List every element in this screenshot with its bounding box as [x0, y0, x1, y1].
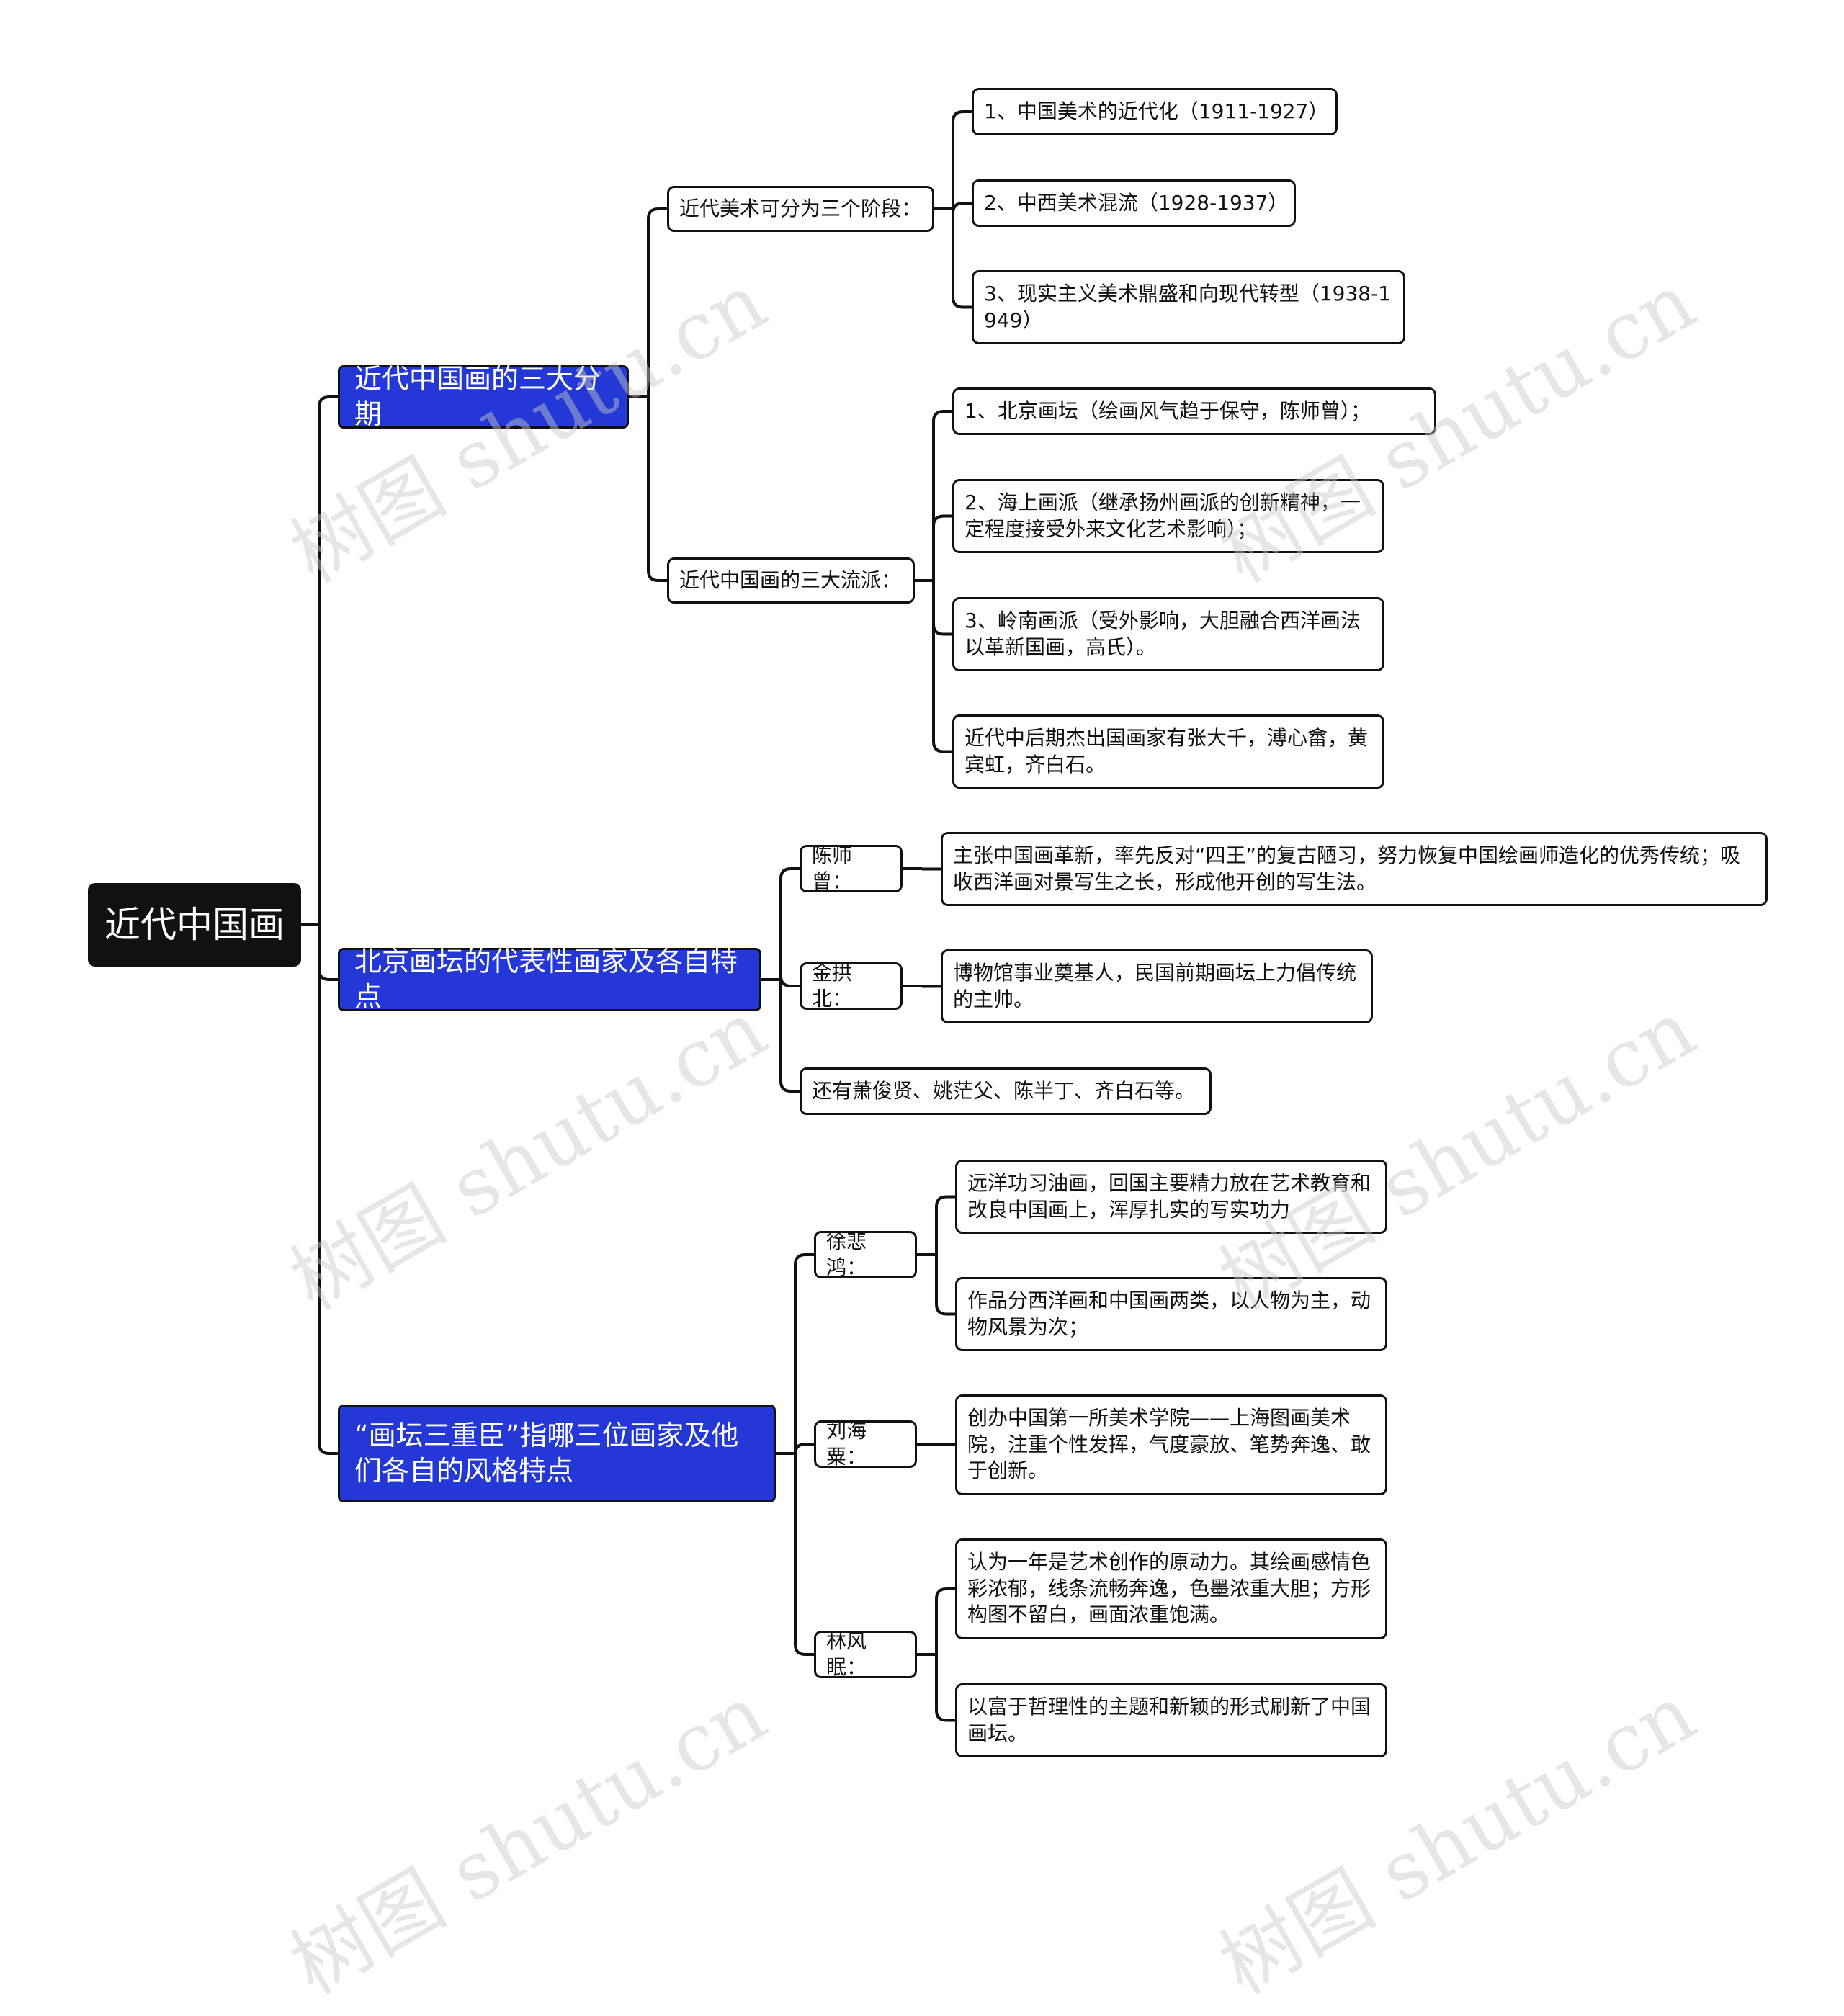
leaf-text: 3、岭南画派（受外影响，大胆融合西洋画法以革新国画，高氏）。: [964, 609, 1361, 659]
topic-label: 金拱北：: [812, 960, 853, 1011]
connector-topic-schools: [915, 410, 952, 753]
leaf-text: 远洋功习油画，回国主要精力放在艺术教育和改良中国画上，浑厚扎实的写实功力: [967, 1171, 1371, 1222]
leaf-school-2[interactable]: 2、海上画派（继承扬州画派的创新精神，一定程度接受外来文化艺术影响）；: [952, 479, 1384, 553]
topic-lin-fengmian[interactable]: 林风眠：: [814, 1629, 917, 1679]
leaf-jin-gongbei[interactable]: 博物馆事业奠基人，民国前期画坛上力倡传统的主帅。: [941, 949, 1373, 1023]
leaf-school-3[interactable]: 3、岭南画派（受外影响，大胆融合西洋画法以革新国画，高氏）。: [952, 597, 1384, 671]
topic-other-painters[interactable]: 还有萧俊贤、姚茫父、陈半丁、齐白石等。: [800, 1067, 1212, 1115]
topic-label: 近代美术可分为三个阶段：: [679, 196, 922, 220]
connector-topic-jin-gongbei: [903, 985, 941, 988]
leaf-stage-1[interactable]: 1、中国美术的近代化（1911-1927）: [972, 88, 1338, 135]
leaf-liu-haisu[interactable]: 创办中国第一所美术学院——上海图画美术院，注重个性发挥，气度豪放、笔势奔逸、敢于…: [955, 1394, 1387, 1495]
branch-label: 近代中国画的三大分期: [354, 362, 601, 430]
leaf-text: 博物馆事业奠基人，民国前期画坛上力倡传统的主帅。: [953, 961, 1357, 1011]
leaf-text: 认为一年是艺术创作的原动力。其绘画感情色彩浓郁，线条流畅奔逸，色墨浓重大胆；方形…: [967, 1550, 1371, 1627]
topic-schools[interactable]: 近代中国画的三大流派：: [667, 557, 915, 604]
branch-label: 北京画坛的代表性画家及各自特点: [354, 945, 738, 1013]
branch-label: “画坛三重臣”指哪三位画家及他们各自的风格特点: [354, 1419, 739, 1487]
leaf-lin-fengmian-1[interactable]: 认为一年是艺术创作的原动力。其绘画感情色彩浓郁，线条流畅奔逸，色墨浓重大胆；方形…: [955, 1538, 1387, 1639]
connector-branch-three-ministers: [776, 1253, 814, 1656]
topic-label: 还有萧俊贤、姚茫父、陈半丁、齐白石等。: [812, 1078, 1196, 1103]
connector-branch-periods: [629, 207, 667, 582]
connector-topic-lin-fengmian: [917, 1587, 955, 1722]
root-label: 近代中国画: [104, 903, 285, 946]
leaf-stage-2[interactable]: 2、中西美术混流（1928-1937）: [972, 179, 1296, 227]
leaf-text: 2、中西美术混流（1928-1937）: [984, 190, 1289, 215]
topic-chen-shizeng[interactable]: 陈师曾：: [800, 843, 903, 893]
leaf-text: 作品分西洋画和中国画两类，以人物为主，动物风景为次；: [967, 1289, 1371, 1339]
leaf-text: 3、现实主义美术鼎盛和向现代转型（1938-1949）: [984, 282, 1391, 332]
leaf-xu-beihong-1[interactable]: 远洋功习油画，回国主要精力放在艺术教育和改良中国画上，浑厚扎实的写实功力: [955, 1160, 1387, 1234]
leaf-text: 2、海上画派（继承扬州画派的创新精神，一定程度接受外来文化艺术影响）；: [964, 490, 1361, 541]
leaf-text: 近代中后期杰出国画家有张大千，溥心畲，黄宾虹，齐白石。: [964, 726, 1369, 776]
mind-map-canvas: 近代中国画 近代中国画的三大分期 近代美术可分为三个阶段： 1、中国美术的近代化…: [88, 88, 1768, 2012]
connector-topic-stages: [934, 110, 972, 309]
leaf-text: 主张中国画革新，率先反对“四王”的复古陋习，努力恢复中国绘画师造化的优秀传统；吸…: [953, 843, 1741, 894]
branch-periods[interactable]: 近代中国画的三大分期: [338, 363, 629, 430]
branch-beijing-painters[interactable]: 北京画坛的代表性画家及各自特点: [338, 946, 761, 1013]
leaf-lin-fengmian-2[interactable]: 以富于哲理性的主题和新颖的形式刷新了中国画坛。: [955, 1683, 1387, 1757]
branch-three-ministers[interactable]: “画坛三重臣”指哪三位画家及他们各自的风格特点: [338, 1405, 776, 1502]
connector-branch-beijing-painters: [761, 867, 800, 1093]
topic-label: 徐悲鸿：: [826, 1229, 867, 1279]
leaf-xu-beihong-2[interactable]: 作品分西洋画和中国画两类，以人物为主，动物风景为次；: [955, 1277, 1387, 1351]
leaf-text: 创办中国第一所美术学院——上海图画美术院，注重个性发挥，气度豪放、笔势奔逸、敢于…: [967, 1406, 1371, 1483]
topic-liu-haisu[interactable]: 刘海粟：: [814, 1418, 917, 1469]
leaf-school-4[interactable]: 近代中后期杰出国画家有张大千，溥心畲，黄宾虹，齐白石。: [952, 714, 1384, 789]
root-node[interactable]: 近代中国画: [88, 883, 301, 967]
leaf-chen-shizeng[interactable]: 主张中国画革新，率先反对“四王”的复古陋习，努力恢复中国绘画师造化的优秀传统；吸…: [941, 832, 1768, 906]
topic-label: 近代中国画的三大流派：: [679, 568, 902, 592]
leaf-school-1[interactable]: 1、北京画坛（绘画风气趋于保守，陈师曾）；: [952, 387, 1436, 435]
leaf-text: 1、北京画坛（绘画风气趋于保守，陈师曾）；: [964, 398, 1371, 423]
connector-topic-xu-beihong: [917, 1195, 955, 1316]
topic-label: 林风眠：: [826, 1629, 867, 1679]
topic-label: 陈师曾：: [812, 843, 853, 893]
leaf-text: 1、中国美术的近代化（1911-1927）: [984, 99, 1329, 123]
topic-label: 刘海粟：: [826, 1418, 867, 1469]
connector-topic-liu-haisu: [917, 1443, 955, 1446]
connector-lines: [301, 110, 972, 1722]
topic-stages[interactable]: 近代美术可分为三个阶段：: [667, 186, 934, 232]
leaf-stage-3[interactable]: 3、现实主义美术鼎盛和向现代转型（1938-1949）: [972, 270, 1405, 344]
leaf-text: 以富于哲理性的主题和新颖的形式刷新了中国画坛。: [967, 1695, 1371, 1745]
connector-root-node: [301, 395, 338, 1455]
topic-xu-beihong[interactable]: 徐悲鸿：: [814, 1229, 917, 1279]
topic-jin-gongbei[interactable]: 金拱北：: [800, 960, 903, 1011]
